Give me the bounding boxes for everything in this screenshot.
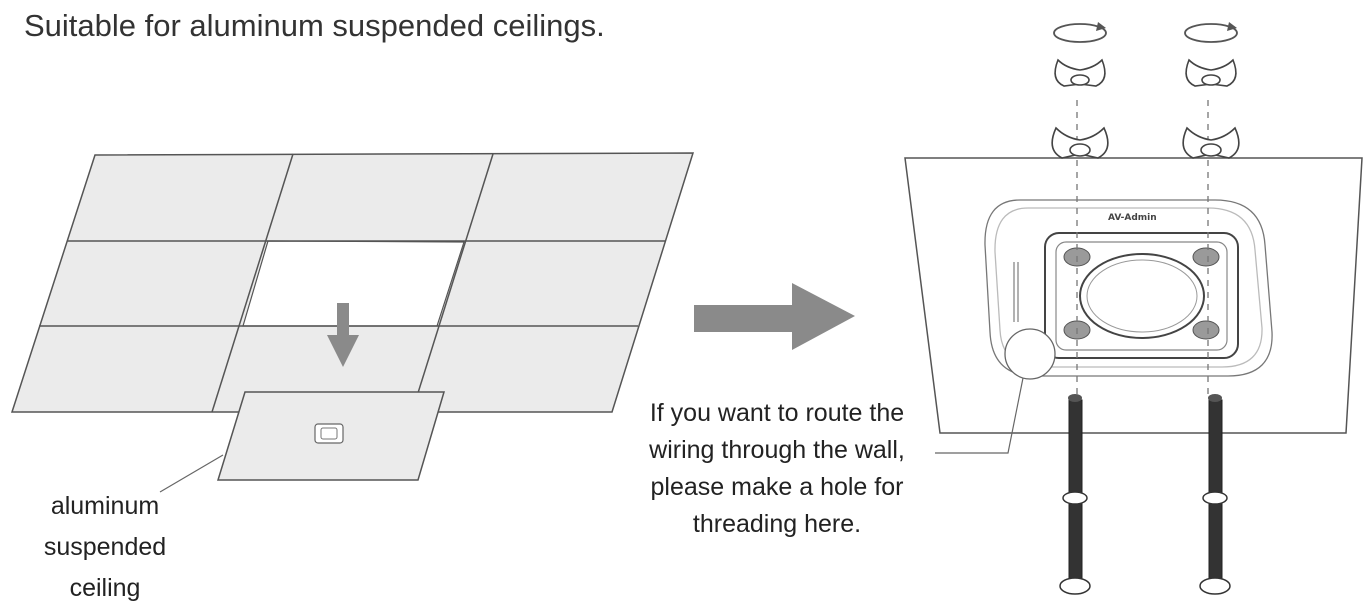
- leader-line-ceiling: [159, 454, 224, 493]
- bracket-side-marking: [1013, 262, 1019, 322]
- leader-line-hole: [935, 377, 1024, 454]
- anchor-bolt-right: [1199, 394, 1231, 595]
- ceiling-label-line: ceiling: [69, 574, 141, 602]
- wing-nut-seated: [1051, 126, 1240, 159]
- rotate-arrowhead-icon: [1096, 22, 1237, 31]
- down-arrow-icon: [327, 303, 359, 367]
- right-arrow-icon: [694, 283, 855, 350]
- rotate-arrow-icon: [1053, 23, 1238, 43]
- ceiling-label-line: aluminum: [50, 492, 160, 520]
- ceiling-label-line: suspended: [43, 533, 167, 561]
- ceiling-label: aluminum suspended ceiling: [20, 486, 190, 609]
- ceiling-panel-with-bracket: [216, 391, 446, 481]
- ceiling-opening: [242, 240, 465, 327]
- wiring-note-line: threading here.: [692, 510, 862, 538]
- wing-nut-top: [1054, 58, 1237, 87]
- wiring-note-line: wiring through the wall,: [649, 436, 905, 464]
- bracket-brand-text: AV-Admin: [1108, 213, 1157, 223]
- cable-hole: [1004, 328, 1056, 380]
- wiring-note: If you want to route the wiring through …: [612, 395, 942, 543]
- page-title: Suitable for aluminum suspended ceilings…: [24, 8, 605, 43]
- wiring-note-line: please make a hole for: [650, 473, 904, 501]
- wiring-note-line: If you want to route the: [649, 399, 905, 427]
- bracket-center-ring: [1079, 253, 1205, 339]
- bracket-frame: [1044, 232, 1239, 359]
- anchor-bolt-left: [1059, 394, 1091, 595]
